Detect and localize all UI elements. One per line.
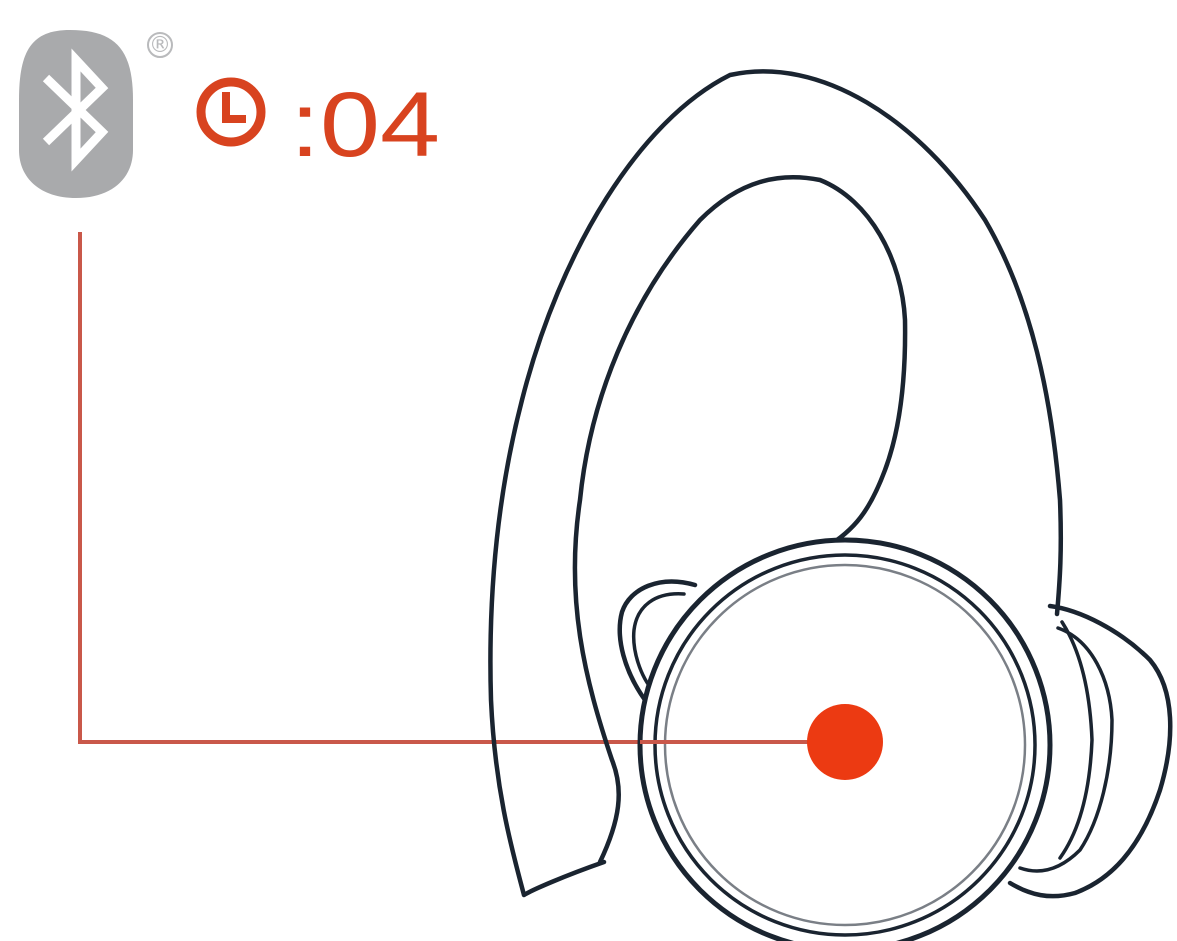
led-indicator-dot — [807, 704, 883, 780]
ear-tip-rim — [1060, 622, 1092, 858]
bluetooth-icon — [19, 30, 133, 198]
clock-icon — [201, 82, 261, 142]
registered-mark: ® — [149, 33, 171, 58]
earbud-illustration — [490, 71, 1170, 941]
timer-countdown: :04 — [290, 74, 440, 176]
